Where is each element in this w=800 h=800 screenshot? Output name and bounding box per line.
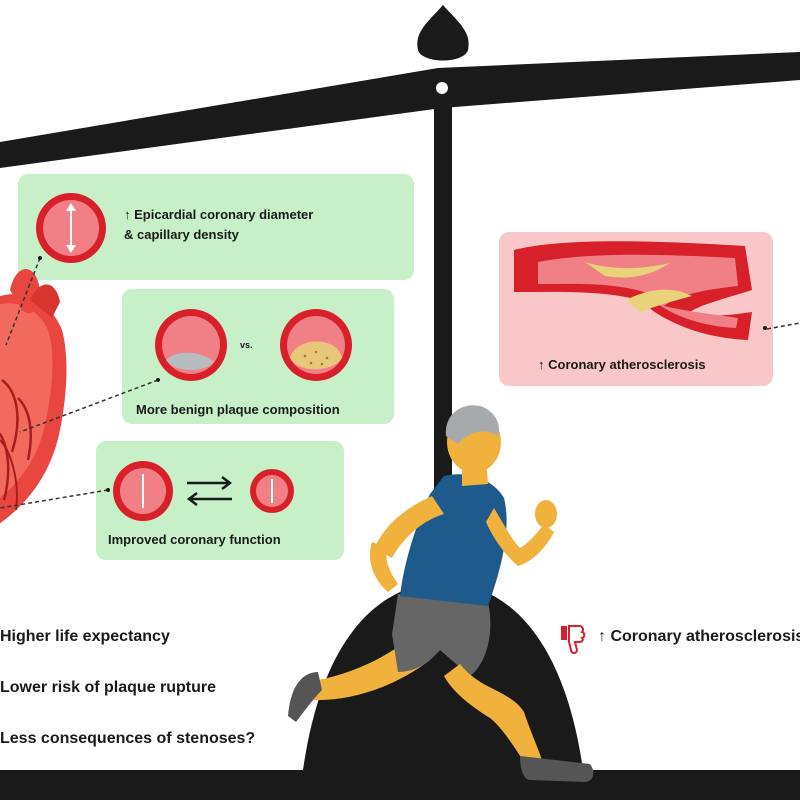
outcome-stenoses: Less consequences of stenoses? [0, 730, 256, 747]
function-caption: Improved coronary function [108, 532, 281, 547]
risk-panel-connector-dot [763, 326, 767, 330]
scale-pillar [434, 100, 452, 600]
diameter-line2: & capillary density [124, 227, 239, 242]
benefit-diameter-panel [18, 174, 414, 280]
atherosclerotic-artery-illustration [514, 241, 752, 340]
constricted-artery-icon [250, 469, 294, 513]
thumbs-down-icon [561, 625, 586, 654]
dilated-artery-icon [113, 461, 173, 521]
outcome-life-expectancy: Higher life expectancy [0, 628, 170, 645]
heart-connector-lines [0, 257, 159, 509]
runner-illustration [288, 405, 594, 782]
vs-label: vs. [240, 340, 253, 350]
wide-artery-icon [36, 193, 106, 263]
risk-connector-line [766, 322, 800, 330]
scale-beam [0, 52, 800, 168]
risk-panel [499, 232, 773, 386]
benefit-plaque-panel [122, 289, 394, 424]
risk-caption-text: Coronary atherosclerosis [548, 357, 706, 372]
outcome-right-text: Coronary atherosclerosis [610, 628, 800, 645]
outcome-right-atherosclerosis: ↑ Coronary atherosclerosis [598, 628, 800, 646]
increase-arrow: ↑ [598, 628, 606, 645]
reversible-arrows-icon [186, 476, 233, 506]
diameter-line1: Epicardial coronary diameter [134, 207, 314, 222]
beam-pivot [436, 82, 448, 94]
balance-scale [0, 5, 800, 800]
scale-finial [417, 5, 469, 61]
diameter-caption: ↑ Epicardial coronary diameter & capilla… [124, 205, 313, 245]
plaque-caption: More benign plaque composition [136, 402, 340, 417]
benefit-function-panel [96, 441, 344, 560]
increase-arrow: ↑ [124, 207, 131, 222]
benign-plaque-artery-icon [155, 309, 227, 381]
scale-ground [0, 770, 800, 800]
outcome-plaque-rupture: Lower risk of plaque rupture [0, 679, 217, 696]
heart-illustration [0, 269, 67, 524]
increase-arrow: ↑ [538, 357, 545, 372]
risk-caption: ↑ Coronary atherosclerosis [538, 355, 706, 375]
vulnerable-plaque-artery-icon [280, 309, 352, 381]
